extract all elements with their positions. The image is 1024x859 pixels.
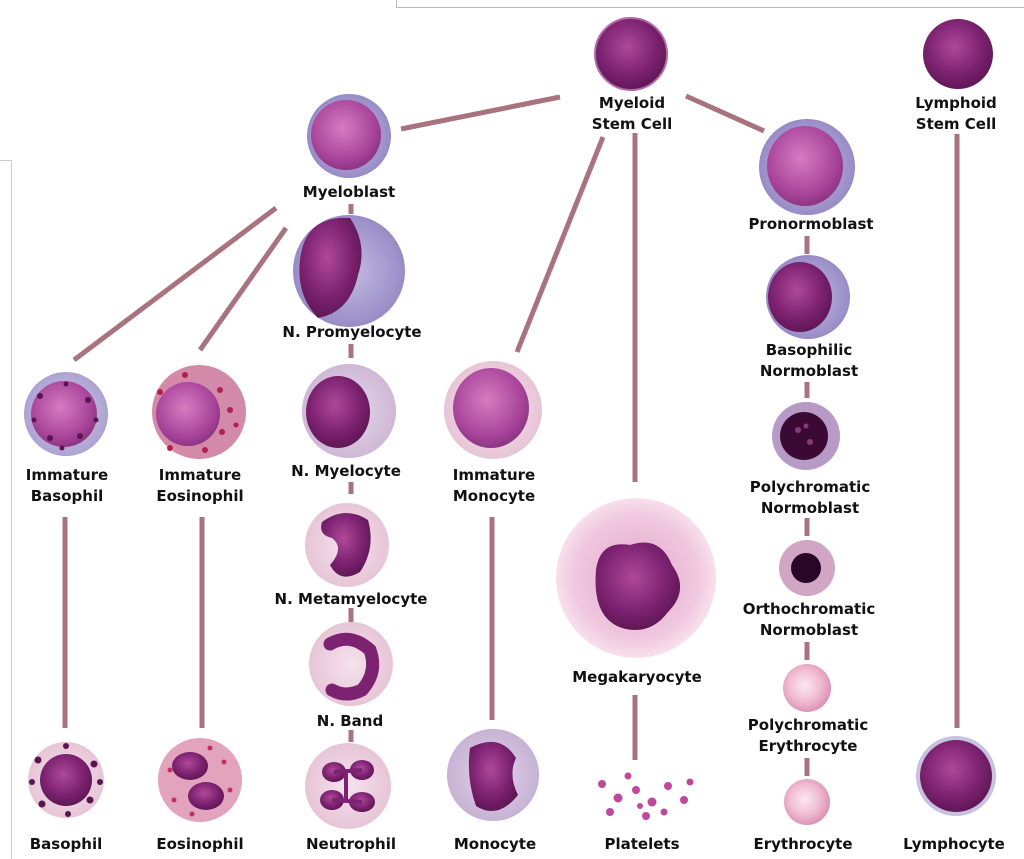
promyelocyte-image: [293, 215, 405, 327]
label-erythrocyte: Erythrocyte: [753, 835, 853, 853]
platelets-image: [598, 772, 694, 820]
label-band: N. Band: [316, 712, 384, 730]
connector: [684, 93, 766, 134]
polychromatic-erythrocyte-image: [783, 664, 831, 712]
label-myelocyte: N. Myelocyte: [291, 462, 401, 480]
metamyelocyte-image: [305, 503, 389, 587]
myeloid-stem-cell-image: [594, 17, 668, 91]
myeloblast-image: [307, 94, 391, 178]
erythrocyte-image: [784, 779, 830, 825]
label-promyelocyte: N. Promyelocyte: [282, 323, 422, 341]
immature-eosinophil-image: [152, 365, 246, 459]
monocyte-image: [447, 729, 539, 821]
label-basophil: Basophil: [29, 835, 103, 853]
label-myeloblast: Myeloblast: [302, 183, 396, 201]
label-neutrophil: Neutrophil: [306, 835, 396, 853]
immature-monocyte-image: [444, 361, 542, 459]
lymphoid-stem-cell-image: [923, 19, 993, 89]
label-monocyte: Monocyte: [453, 835, 537, 853]
basophil-image: [28, 742, 104, 818]
label-lymphocyte: Lymphocyte: [903, 835, 1005, 853]
connector: [514, 136, 606, 353]
connector: [72, 206, 278, 362]
label-megakaryocyte: Megakaryocyte: [572, 668, 702, 686]
immature-basophil-image: [24, 372, 108, 456]
polychromatic-normoblast-image: [772, 402, 840, 470]
label-pronormoblast: Pronormoblast: [748, 215, 874, 233]
label-platelets: Platelets: [604, 835, 680, 853]
basophilic-normoblast-image: [766, 255, 850, 339]
connector: [197, 226, 289, 352]
label-metamyelocyte: N. Metamyelocyte: [274, 590, 428, 608]
megakaryocyte-image: [556, 498, 716, 658]
eosinophil-image: [158, 738, 242, 822]
connector-lines: [62, 93, 960, 776]
neutrophil-image: [305, 743, 391, 829]
band-cell-image: [309, 622, 393, 706]
orthochromatic-normoblast-image: [779, 540, 835, 596]
label-eosinophil: Eosinophil: [156, 835, 244, 853]
frame-edge-top: [396, 0, 1024, 8]
connector: [400, 94, 561, 132]
frame-edge-left: [0, 160, 12, 859]
myelocyte-image: [302, 364, 396, 458]
pronormoblast-image: [759, 119, 855, 215]
lymphocyte-image: [916, 736, 996, 816]
